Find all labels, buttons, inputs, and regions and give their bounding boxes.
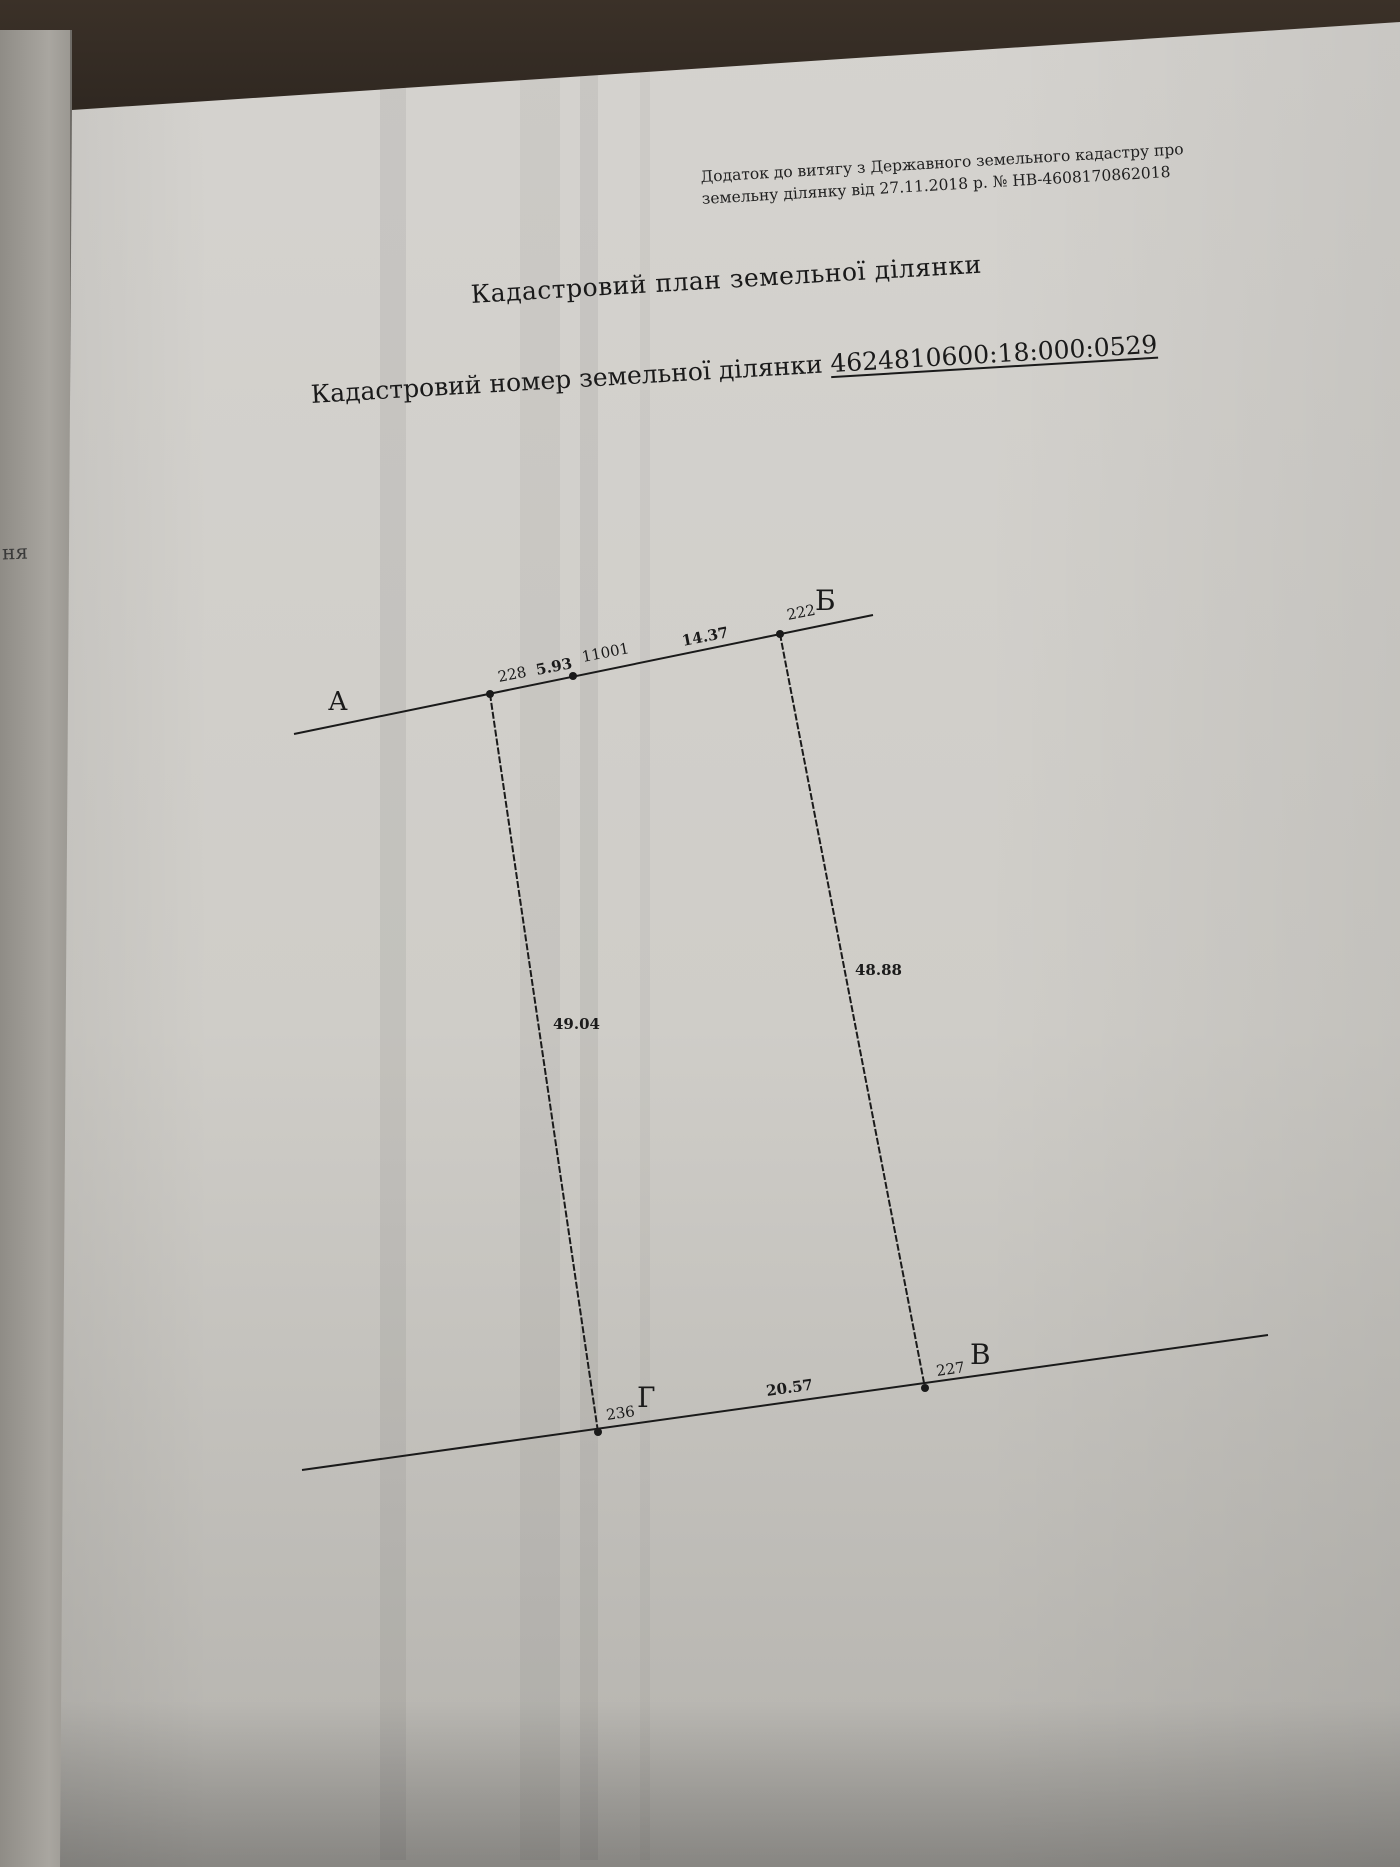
length-label-bottom: 20.57: [765, 1376, 814, 1400]
point-number-222: 222: [785, 601, 817, 624]
left-side-line: [489, 693, 599, 1433]
corner-label-a: А: [328, 687, 348, 717]
corner-label-v: В: [970, 1338, 991, 1371]
scan-streak: [520, 60, 560, 1860]
adjacent-page: [0, 30, 72, 1867]
corner-label-b: Б: [815, 584, 836, 617]
scan-streak: [640, 60, 650, 1860]
point-number-228: 228: [496, 663, 528, 686]
length-label-top-left: 5.93: [534, 654, 573, 679]
right-side-line: [779, 633, 926, 1389]
bottom-boundary-line: [301, 1334, 1269, 1471]
vertex-228: [486, 690, 494, 698]
page-shadow: [60, 1700, 1400, 1867]
length-label-left-side: 49.04: [553, 1015, 600, 1033]
length-label-right-side: 48.88: [855, 961, 902, 979]
point-number-236: 236: [605, 1402, 636, 1424]
corner-label-g: Г: [637, 1381, 656, 1414]
vertex-222: [776, 630, 784, 638]
vertex-11001: [569, 672, 577, 680]
scan-streak: [580, 60, 598, 1860]
point-number-11001: 11001: [580, 639, 630, 666]
top-boundary-line: [293, 614, 874, 735]
vertex-236: [594, 1428, 602, 1436]
point-number-227: 227: [935, 1358, 966, 1380]
scan-streak: [380, 60, 406, 1860]
vertex-227: [921, 1384, 929, 1392]
